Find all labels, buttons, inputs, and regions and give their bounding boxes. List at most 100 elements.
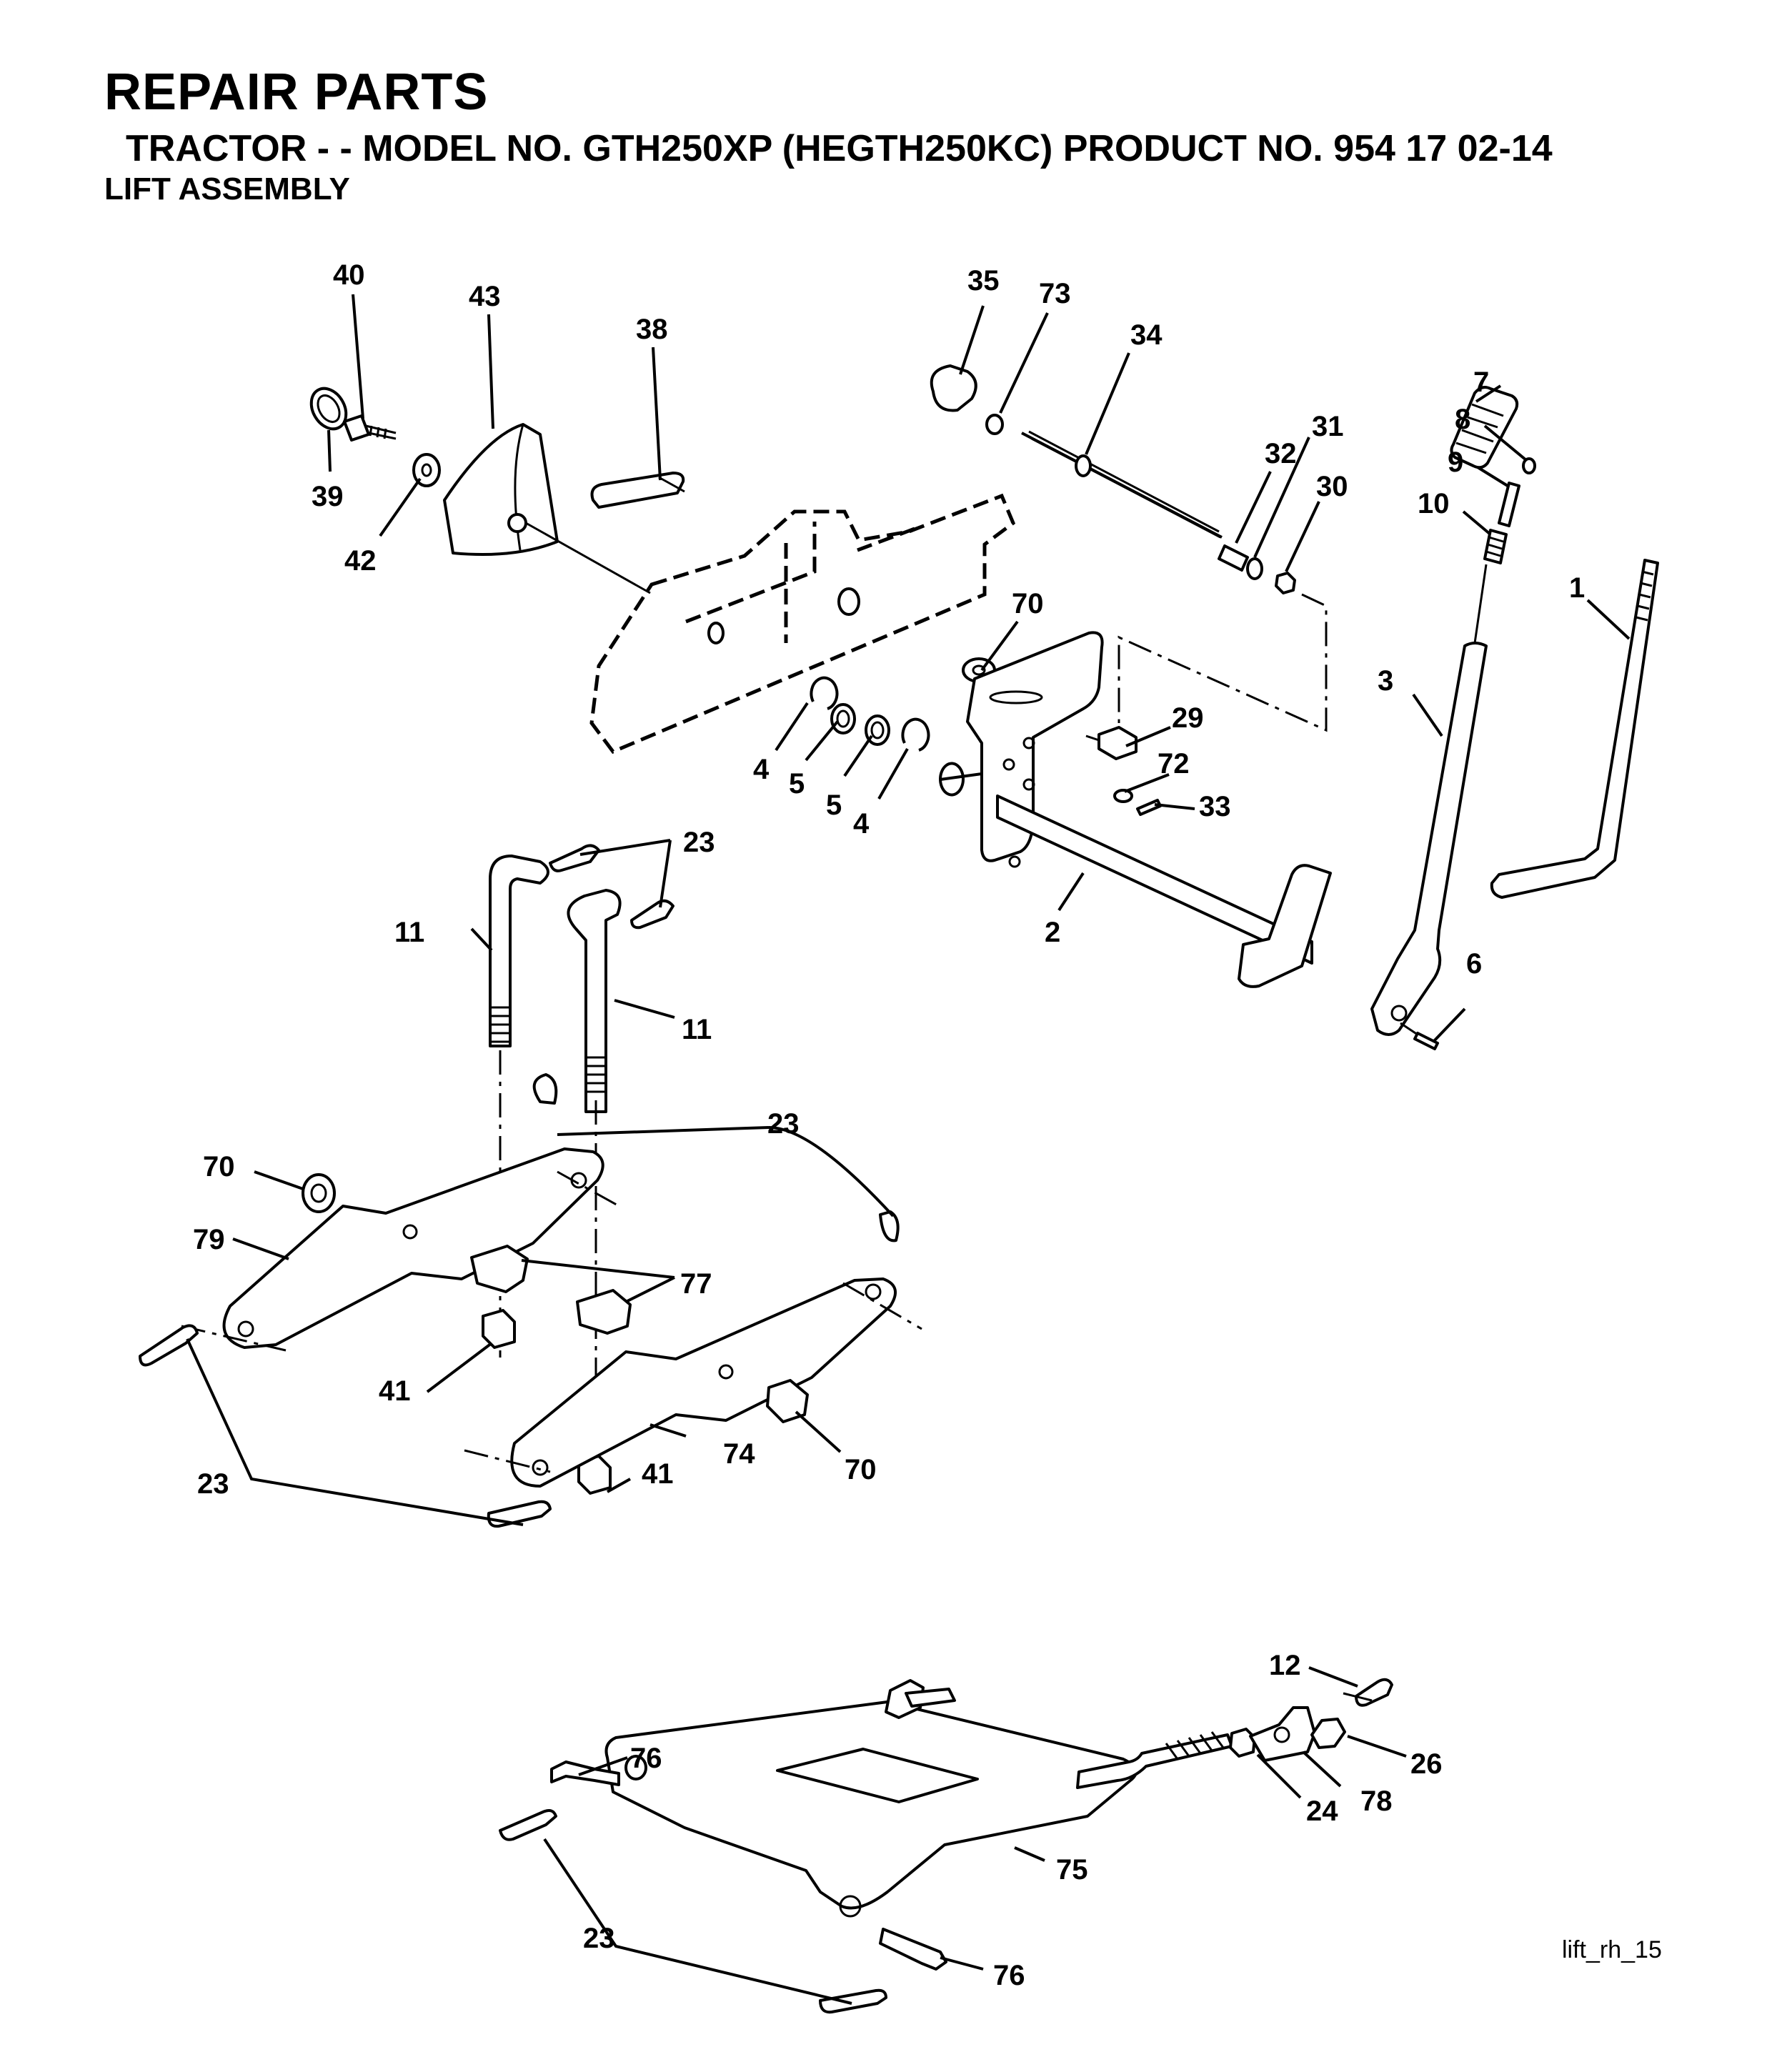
callout-23-mid: 23 <box>767 1108 800 1140</box>
part-24-nut <box>1229 1728 1256 1758</box>
part-5-washer-left <box>830 703 856 734</box>
part-76-bolt-bottom <box>879 1928 947 1971</box>
callout-5-left: 5 <box>789 768 805 800</box>
callout-30: 30 <box>1316 471 1348 502</box>
callout-31: 31 <box>1312 411 1344 442</box>
callout-38: 38 <box>636 314 668 345</box>
callout-12: 12 <box>1269 1650 1301 1681</box>
part-75-bracket <box>604 1700 1138 1910</box>
part-72-washer <box>1113 789 1133 803</box>
part-23-hairpin-mid-left <box>532 1073 558 1105</box>
frame-outline <box>589 493 1016 754</box>
part-40-bolt <box>343 414 370 442</box>
callout-75: 75 <box>1056 1854 1088 1886</box>
pivot-rings <box>810 676 930 752</box>
callout-39: 39 <box>312 481 344 512</box>
callout-26: 26 <box>1410 1748 1443 1780</box>
front-hanger-assembly <box>499 1678 1393 2014</box>
part-33-screw <box>1136 799 1162 816</box>
callout-40: 40 <box>333 259 365 291</box>
part-11-hook-bolt-right <box>567 889 622 1113</box>
part-78-trunnion <box>1249 1706 1316 1762</box>
callout-70-right: 70 <box>845 1454 877 1485</box>
part-4-e-ring-left <box>810 676 839 710</box>
part-23-hairpin-mid-right <box>879 1210 900 1242</box>
part-70-flange-left <box>302 1173 336 1213</box>
part-79-lift-link <box>222 1147 604 1349</box>
part-30-nut <box>1275 572 1296 594</box>
lift-link-assembly <box>139 844 922 1528</box>
part-9-pin <box>1498 482 1520 527</box>
part-29-trunnion <box>1097 726 1138 760</box>
part-74-lift-link <box>510 1277 897 1488</box>
part-41-nut-left <box>482 1309 516 1349</box>
part-23-hairpin-lower-left <box>139 1324 199 1367</box>
knob-cover-assembly <box>309 387 685 594</box>
part-38-clip <box>590 472 685 509</box>
callout-10: 10 <box>1418 488 1450 519</box>
part-32-spring <box>1218 544 1249 572</box>
callout-8: 8 <box>1455 404 1470 435</box>
callout-11-right: 11 <box>682 1014 712 1045</box>
part-35-knob <box>930 364 977 412</box>
drawing-reference: lift_rh_15 <box>1562 1936 1662 1963</box>
callout-70-top: 70 <box>1012 588 1044 619</box>
leader-lines <box>186 294 1631 2005</box>
callout-78: 78 <box>1360 1785 1393 1817</box>
callout-43: 43 <box>469 281 501 312</box>
callout-3: 3 <box>1378 665 1393 697</box>
callout-23-bottom: 23 <box>583 1923 615 1954</box>
part-73-washer <box>985 414 1004 435</box>
callout-5-right: 5 <box>826 790 842 821</box>
callout-6: 6 <box>1466 948 1482 980</box>
callout-34: 34 <box>1130 319 1163 351</box>
callout-35: 35 <box>967 265 1000 297</box>
callout-41-right: 41 <box>642 1458 674 1490</box>
callout-32: 32 <box>1265 438 1297 469</box>
section-title: LIFT ASSEMBLY <box>104 171 350 206</box>
part-23-hairpin-top <box>549 844 600 872</box>
callout-7: 7 <box>1473 367 1489 398</box>
callout-41-left: 41 <box>379 1375 411 1407</box>
callout-2: 2 <box>1045 917 1060 948</box>
callout-70-left: 70 <box>203 1151 235 1182</box>
part-23-hairpin-bottom-right <box>819 1988 887 2014</box>
part-12-hairpin <box>1355 1678 1393 1707</box>
part-43-cover <box>443 423 559 556</box>
callout-42: 42 <box>344 545 377 577</box>
callout-1: 1 <box>1569 572 1585 604</box>
part-42-washer <box>412 453 441 487</box>
callout-labels: 40 43 38 39 42 35 73 34 31 32 30 7 8 9 1… <box>193 259 1585 1991</box>
part-77-trunnion-right <box>576 1289 632 1335</box>
callout-79: 79 <box>193 1224 225 1255</box>
callout-72: 72 <box>1158 748 1190 780</box>
callout-76-top: 76 <box>630 1743 662 1774</box>
part-77-trunnion-left <box>470 1245 529 1293</box>
callout-76-bottom: 76 <box>993 1960 1025 1991</box>
part-4-e-ring-right <box>901 717 930 752</box>
part-31-washer <box>1246 557 1263 580</box>
callout-23-lower: 23 <box>197 1468 229 1500</box>
part-23-hairpin-lower-right <box>487 1500 552 1528</box>
callout-4-right: 4 <box>853 808 870 840</box>
part-1-lift-rod <box>1490 559 1659 899</box>
callout-4-left: 4 <box>753 754 770 785</box>
part-6-pin <box>1413 1032 1439 1050</box>
page-title: REPAIR PARTS <box>104 64 489 121</box>
callout-73: 73 <box>1039 278 1071 309</box>
part-26-nut <box>1310 1718 1346 1749</box>
part-8-ring <box>1522 457 1536 474</box>
model-subtitle: TRACTOR - - MODEL NO. GTH250XP (HEGTH250… <box>126 128 1553 169</box>
part-23-hairpin-bottom-left <box>499 1809 557 1841</box>
callout-77: 77 <box>680 1268 712 1300</box>
callout-29: 29 <box>1172 702 1204 734</box>
callout-9: 9 <box>1448 447 1463 478</box>
part-3-lift-lever <box>1370 642 1488 1036</box>
callout-11-left: 11 <box>394 917 424 948</box>
lift-shaft-assembly <box>930 364 1659 1050</box>
callout-33: 33 <box>1199 791 1231 822</box>
part-11-hook-bolt-left <box>489 855 549 1047</box>
callout-24: 24 <box>1306 1795 1338 1827</box>
callout-23-top: 23 <box>683 827 715 858</box>
